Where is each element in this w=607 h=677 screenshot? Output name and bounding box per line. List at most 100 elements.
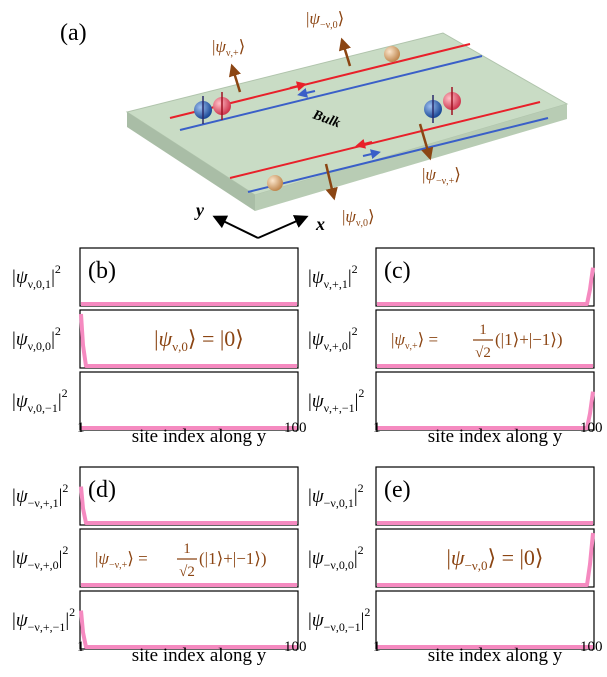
ket-bottom-right: |ψ−ν,+⟩ [422, 165, 461, 187]
row-label: |ψν,0,0|2 [12, 324, 61, 353]
tick-start: 1 [77, 420, 85, 436]
axis-x-label: x [315, 214, 325, 234]
row-label: |ψν,0,1|2 [12, 262, 61, 291]
subplot-frame [79, 590, 299, 650]
svg-text:1: 1 [183, 541, 191, 557]
tick-start: 1 [373, 420, 381, 436]
svg-text:|ψ−ν,+⟩ =: |ψ−ν,+⟩ = [95, 549, 148, 571]
svg-text:|ψν,+⟩ =: |ψν,+⟩ = [391, 330, 438, 352]
ket-bottom: |ψν,0⟩ [342, 207, 375, 229]
row-label: |ψ−ν,+,0|2 [12, 543, 68, 572]
subplot-frame [79, 309, 299, 369]
spin-pair-left [194, 92, 231, 124]
row-label: |ψν,+,0|2 [308, 324, 358, 353]
x-axis-label: site index along y [428, 426, 563, 447]
slab-side [255, 104, 567, 211]
bottom-red-line [229, 101, 541, 179]
svg-text:√2: √2 [475, 345, 491, 361]
tick-start: 1 [373, 639, 381, 655]
subplot-row: |ψ−ν,+,−1|2 [12, 590, 299, 650]
ball-bottom-left [267, 175, 283, 191]
row-label: |ψν,0,−1|2 [12, 386, 68, 415]
row-label: |ψ−ν,0,1|2 [308, 481, 364, 510]
row-label: |ψν,+,−1|2 [308, 386, 364, 415]
x-axis-label: site index along y [132, 426, 267, 447]
bottom-blue-arrow [362, 149, 381, 159]
subplot-frame [79, 466, 299, 526]
wavefunction-curve [377, 267, 595, 306]
axis-y-label: y [194, 200, 205, 220]
wavefunction-curve [79, 610, 297, 649]
wavefunction-curve [377, 532, 595, 587]
svg-text:(|1⟩+|−1⟩): (|1⟩+|−1⟩) [199, 549, 267, 568]
panel-e: |ψ−ν,0,1|2 |ψ−ν,0,0|2 |ψ−ν,0,−1|2 (e) |ψ−ν,0… [308, 466, 603, 666]
arrow-bottom-right [418, 123, 434, 161]
state-equation: |ψ−ν,0⟩ = |0⟩ [446, 545, 543, 573]
slab-front [127, 112, 255, 211]
tick-end: 100 [284, 420, 307, 436]
subplot-row: |ψν,+,0|2 [308, 309, 595, 369]
arrow-top-left [228, 63, 242, 93]
row-label: |ψ−ν,+,−1|2 [12, 605, 75, 634]
subplot-row: |ψ−ν,+,0|2 [12, 528, 299, 588]
panel-label: (c) [384, 258, 411, 284]
arrow-bottom [324, 163, 338, 201]
subplot-row: |ψ−ν,0,0|2 [308, 528, 595, 588]
subplot-row: |ψ−ν,+,1|2 [12, 466, 299, 526]
subplot-row: |ψν,0,−1|2 [12, 371, 299, 431]
ket-top-right: |ψ−ν,0⟩ [306, 9, 344, 31]
tick-end: 100 [580, 639, 603, 655]
subplot-row: |ψν,0,1|2 [12, 247, 299, 307]
state-equation: |ψν,0⟩ = |0⟩ [154, 326, 244, 354]
row-label: |ψ−ν,0,0|2 [308, 543, 364, 572]
wavefunction-curve [79, 486, 297, 525]
spin-pair-right [424, 87, 461, 123]
panel-c: |ψν,+,1|2 |ψν,+,0|2 |ψν,+,−1|2 (c) |ψν,+⟩ = 1… [308, 247, 603, 447]
tick-end: 100 [284, 639, 307, 655]
svg-text:1: 1 [479, 322, 487, 338]
wavefunction-curve [377, 391, 595, 430]
panels-root: |ψν,0,1|2 |ψν,0,0|2 |ψν,0,−1|2 (b) |ψν,0⟩ = … [12, 247, 603, 666]
subplot-row: |ψν,+,1|2 [308, 247, 595, 307]
subplot-frame [375, 466, 595, 526]
state-equation: |ψν,+⟩ = 1 √2(|1⟩+|−1⟩) [391, 322, 563, 361]
subplot-frame [375, 371, 595, 431]
state-equation: |ψ−ν,+⟩ = 1 √2(|1⟩+|−1⟩) [95, 541, 267, 580]
bottom-red-arrow [355, 138, 373, 149]
tick-end: 100 [580, 420, 603, 436]
subplot-frame [375, 590, 595, 650]
row-label: |ψν,+,1|2 [308, 262, 358, 291]
subplot-frame [375, 247, 595, 307]
arrow-top-right [338, 37, 352, 67]
subplot-row: |ψν,+,−1|2 [308, 371, 595, 431]
svg-text:|ψ−ν,0⟩ = |0⟩: |ψ−ν,0⟩ = |0⟩ [446, 545, 543, 573]
panel-a: (a) Bulk [60, 9, 569, 239]
panel-d: |ψ−ν,+,1|2 |ψ−ν,+,0|2 |ψ−ν,+,−1|2 (d) |ψ−ν,+… [12, 466, 307, 666]
row-label: |ψ−ν,+,1|2 [12, 481, 68, 510]
subplot-frame [375, 309, 595, 369]
subplot-row: |ψ−ν,0,−1|2 [308, 590, 595, 650]
tick-start: 1 [77, 639, 85, 655]
bottom-blue-line [247, 117, 549, 193]
panel-a-label: (a) [60, 20, 87, 46]
wavefunction-curve [79, 313, 297, 368]
subplot-frame [79, 528, 299, 588]
ball-top-right [384, 46, 400, 62]
svg-text:√2: √2 [179, 564, 195, 580]
panel-label: (d) [88, 477, 116, 503]
panel-label: (b) [88, 258, 116, 284]
top-blue-arrow [297, 88, 316, 98]
top-red-arrow [289, 81, 307, 92]
ket-top-left: |ψν,+⟩ [212, 37, 245, 59]
svg-text:(|1⟩+|−1⟩): (|1⟩+|−1⟩) [495, 330, 563, 349]
subplot-frame [79, 371, 299, 431]
top-blue-line [179, 55, 483, 131]
panel-b: |ψν,0,1|2 |ψν,0,0|2 |ψν,0,−1|2 (b) |ψν,0⟩ = … [12, 247, 307, 447]
row-label: |ψ−ν,0,−1|2 [308, 605, 370, 634]
coordinate-axes: y x [194, 200, 325, 239]
subplot-row: |ψ−ν,0,1|2 [308, 466, 595, 526]
x-axis-label: site index along y [132, 645, 267, 666]
panel-label: (e) [384, 477, 411, 503]
subplot-row: |ψν,0,0|2 [12, 309, 299, 369]
